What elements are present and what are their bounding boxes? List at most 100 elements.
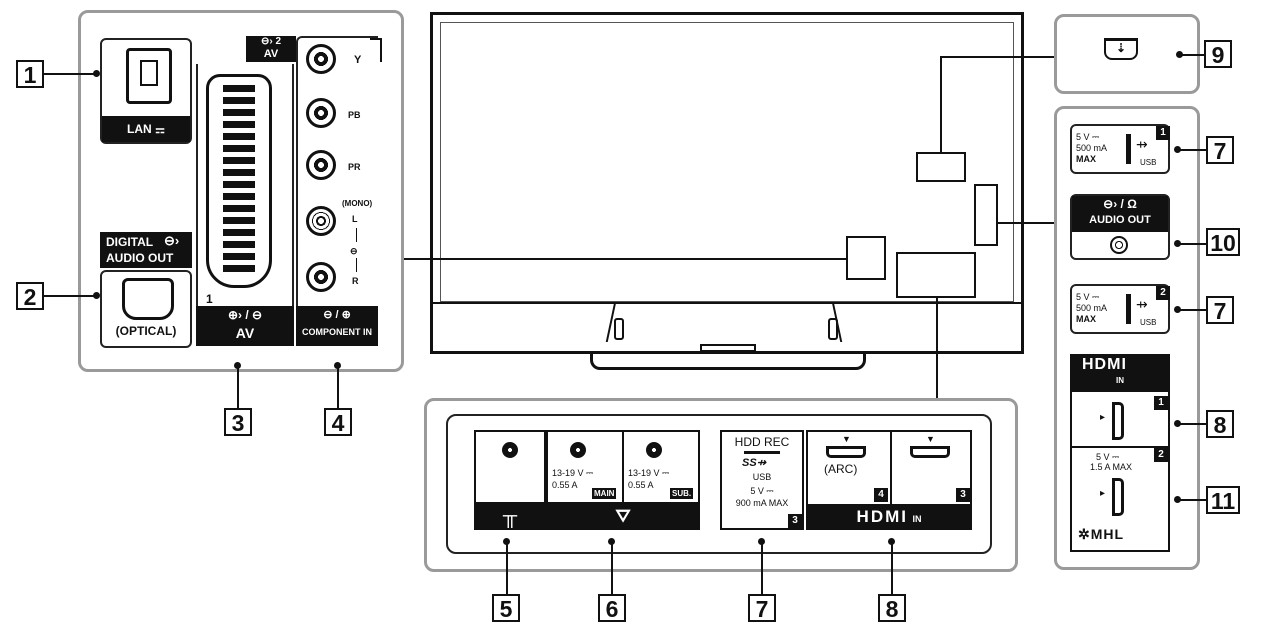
hdmi-port-icon	[1112, 402, 1124, 440]
arc-label: (ARC)	[824, 462, 858, 476]
hdd-usb-label: USB	[752, 472, 772, 482]
audio-l-label: L	[352, 214, 358, 224]
hdmi4-arrow: ▼	[842, 434, 851, 444]
callout-3: 3	[224, 408, 252, 436]
callout-6: 6	[598, 594, 626, 622]
usb2-max: MAX	[1076, 314, 1096, 324]
sat-sub-current: 0.55 A	[628, 480, 654, 490]
usb1-num: 1	[1156, 126, 1170, 140]
scart-label-bar: ⊕› / ⊖ AV	[196, 306, 294, 346]
hdmi3-num: 3	[956, 488, 970, 502]
hdmi-port-icon	[826, 446, 866, 458]
optical-port-box: (OPTICAL)	[100, 270, 192, 348]
component-arrow-icons: ⊖ / ⊕	[323, 309, 351, 321]
hdmi1-num: 1	[1154, 396, 1168, 410]
callout-7b: 7	[1206, 296, 1234, 324]
scart-arrow-icons: ⊕› / ⊖	[227, 308, 263, 322]
output-arrow-icon: ⊖›	[164, 233, 180, 248]
hdmi3-arrow: ▼	[926, 434, 935, 444]
satellite-bar: ⛛	[548, 502, 698, 530]
mhl-star-icon: ✲	[1078, 526, 1091, 542]
lan-icon: ⚎	[155, 124, 165, 136]
tv-stand-base	[590, 352, 866, 370]
hdmi2-num: 2	[1154, 448, 1168, 462]
hdmi-port-icon	[1112, 478, 1124, 516]
audio-r-label: R	[352, 276, 359, 286]
satellite-icon: ⛛	[615, 506, 631, 526]
component-box	[296, 36, 378, 346]
callout-8b: 8	[1206, 410, 1234, 438]
hdmi2-arrow: ▸	[1100, 488, 1106, 499]
scart-number: 1	[206, 292, 213, 306]
rca-audio-l-jack	[306, 206, 336, 236]
ss-usb-icon: SS⇸	[742, 457, 766, 469]
usb-icon: ⇸	[1136, 136, 1148, 152]
lan-port	[126, 48, 172, 104]
tv-stand-neck	[700, 344, 756, 352]
tv-block-9	[916, 152, 966, 182]
usb2-num: 2	[1156, 286, 1170, 300]
hdmi-bottom-bar: HDMI IN	[808, 504, 970, 530]
usb2-volt: 5 V ⎓	[1076, 292, 1100, 302]
av2-input-icon: ⊖› 2	[260, 36, 282, 47]
hdmi4-num: 4	[874, 488, 888, 502]
antenna-jack	[502, 442, 518, 458]
tv-block-side	[974, 184, 998, 246]
sat-main-volt: 13-19 V ⎓	[552, 468, 594, 478]
sat-main-tag: MAIN	[592, 488, 617, 499]
digital-audio-line2: AUDIO OUT	[106, 251, 174, 265]
usb2-usb: USB	[1140, 318, 1157, 327]
callout-4: 4	[324, 408, 352, 436]
hdmi1-arrow: ▸	[1100, 412, 1106, 423]
headphone-icon: ⊖› / Ω	[1103, 197, 1137, 211]
mount-hole-left	[614, 318, 624, 340]
av2-label: AV	[263, 48, 279, 60]
lan-label-bar: LAN ⚎	[102, 116, 190, 142]
right-connector-panel	[1054, 106, 1200, 570]
component-pr-label: PR	[348, 162, 361, 172]
hdmi-side-frame	[1070, 392, 1170, 552]
sat-sub-volt: 13-19 V ⎓	[628, 468, 670, 478]
component-pb-label: PB	[348, 110, 361, 120]
rca-audio-r-jack	[306, 262, 336, 292]
mhl-logo-row: ✲MHL	[1078, 526, 1124, 543]
usb3-current: 900 mA MAX	[735, 498, 789, 508]
mono-label: (MONO)	[342, 199, 373, 208]
usb-icon: ⇸	[1136, 296, 1148, 312]
av2-label-bar: ⊖› 2 AV	[246, 36, 296, 62]
optical-out-icon	[122, 278, 174, 320]
callout-7c: 7	[748, 594, 776, 622]
sat-sub-tag: SUB.	[670, 488, 694, 499]
audio-input-icon: ⊖	[350, 246, 358, 256]
usb3-num: 3	[788, 514, 802, 528]
tv-lower-section	[433, 302, 1021, 353]
hdmi-port-icon	[910, 446, 950, 458]
callout-11: 11	[1206, 486, 1240, 514]
antenna-box: ╥	[474, 430, 546, 530]
usb1-volt: 5 V ⎓	[1076, 132, 1100, 142]
digital-audio-line1: DIGITAL	[106, 235, 154, 249]
ss-logo: SS	[742, 457, 757, 469]
component-in-bar: ⊖ / ⊕ COMPONENT IN	[296, 306, 378, 346]
rca-pb-jack	[306, 98, 336, 128]
lan-label: LAN	[127, 122, 152, 136]
callout-10: 10	[1206, 228, 1240, 256]
callout-2: 2	[16, 282, 44, 310]
mhl-label: MHL	[1090, 526, 1125, 542]
av2-bracket	[370, 38, 382, 62]
ir-sensor-panel	[1054, 14, 1200, 94]
callout-1: 1	[16, 60, 44, 88]
audio-out-label: AUDIO OUT	[1089, 214, 1151, 226]
satellite-box: 13-19 V ⎓ 0.55 A MAIN 13-19 V ⎓ 0.55 A S…	[546, 430, 700, 530]
sat-main-current: 0.55 A	[552, 480, 578, 490]
callout-7a: 7	[1206, 136, 1234, 164]
hdmi-side-header: HDMI IN	[1070, 354, 1170, 392]
rca-y-jack	[306, 44, 336, 74]
usb1-usb: USB	[1140, 158, 1157, 167]
component-in-label: COMPONENT IN	[301, 327, 372, 337]
antenna-bar: ╥	[476, 502, 544, 530]
callout-9: 9	[1204, 40, 1232, 68]
tv-block-left	[846, 236, 886, 280]
bottom-inner-frame	[446, 414, 992, 554]
callout-8a: 8	[878, 594, 906, 622]
